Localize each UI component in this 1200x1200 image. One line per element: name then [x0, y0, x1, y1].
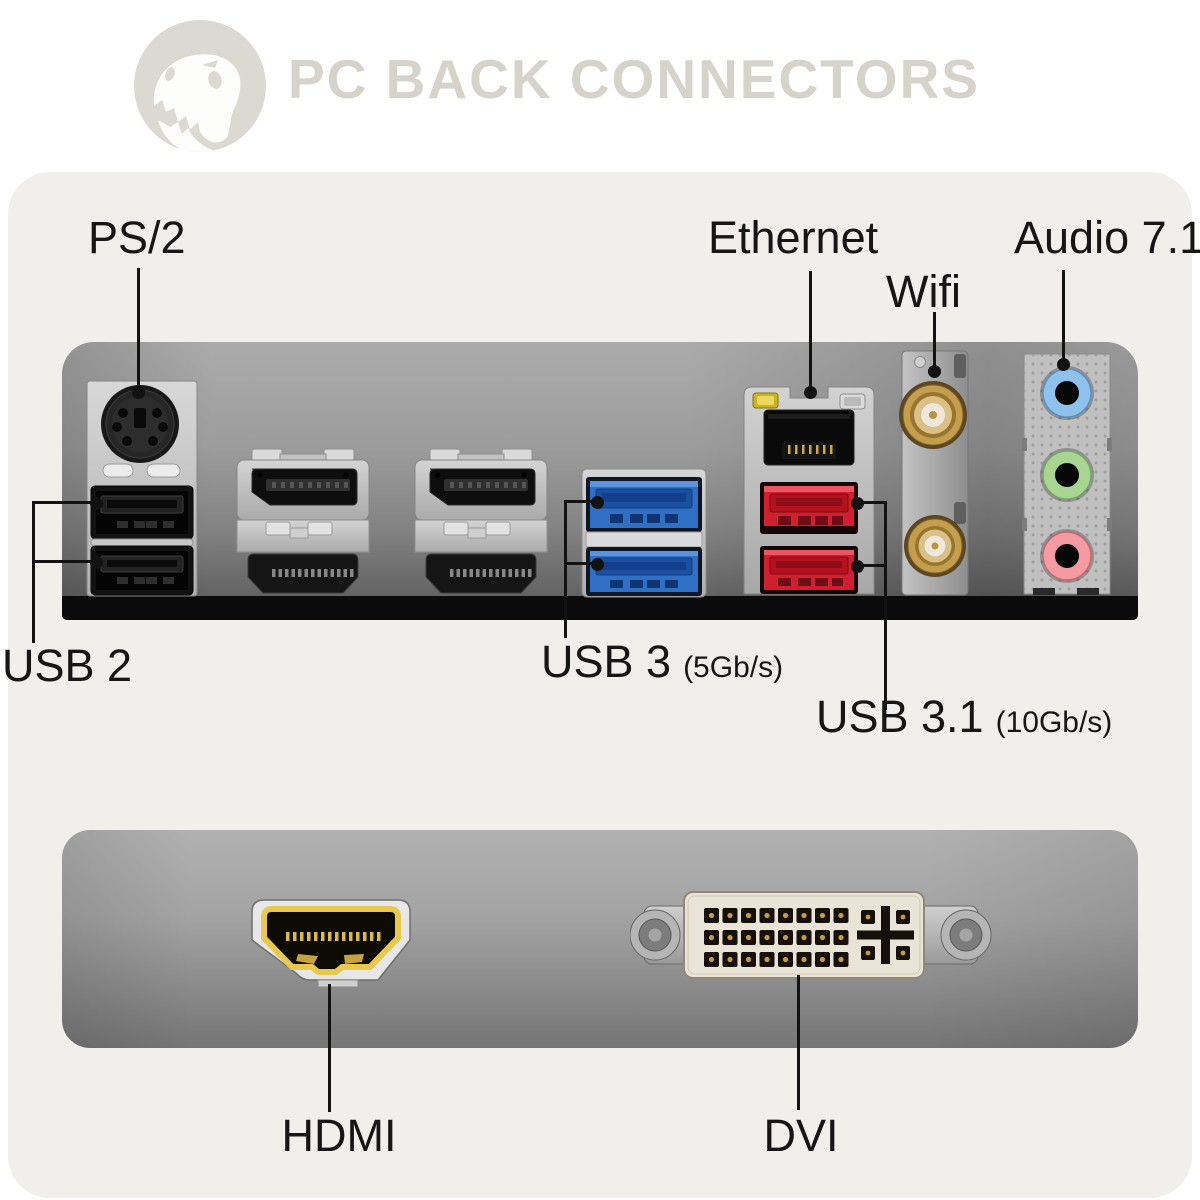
usb3-ports: [581, 468, 707, 598]
callout-dot-usb31-bottom: [851, 560, 864, 573]
callout-dot-wifi: [928, 365, 941, 378]
label-usb3: USB 3 (5Gb/s): [541, 636, 783, 688]
ethernet-usb31-ports: [743, 386, 875, 595]
callout-line-audio: [1062, 270, 1065, 364]
callout-line-hdmi: [328, 984, 331, 1112]
label-usb31-speed: (10Gb/s): [995, 706, 1113, 739]
callout-line-wifi: [933, 312, 936, 372]
label-ps2: PS/2: [88, 212, 186, 263]
callout-dot-usb3-bottom: [591, 558, 604, 571]
label-usb3-speed: (5Gb/s): [683, 651, 784, 684]
t-rex-logo-icon: [134, 20, 266, 152]
dvi-pin-grid: [704, 908, 849, 967]
callout-line-usb2-top: [32, 501, 98, 504]
label-usb3-name: USB 3: [541, 636, 672, 687]
audio-jack-line-in: [1040, 366, 1094, 420]
audio-jacks: [1022, 353, 1112, 595]
dvi-port: [630, 891, 992, 979]
callout-line-usb3: [564, 500, 567, 638]
callout-line-ps2: [137, 268, 140, 392]
callout-line-usb31-bottom: [856, 564, 887, 567]
callout-line-usb2: [32, 501, 35, 643]
hdmi-port: [251, 899, 411, 988]
callout-dot-ps2: [132, 386, 145, 399]
label-ethernet: Ethernet: [708, 212, 879, 263]
displayport-hdmi-stack-2: [414, 448, 548, 594]
callout-dot-ethernet: [804, 386, 817, 399]
label-hdmi: HDMI: [281, 1110, 397, 1161]
sma-connector-bottom: [904, 515, 966, 577]
label-dvi: DVI: [763, 1110, 839, 1161]
motherboard-pcb-edge: [62, 596, 1138, 620]
label-audio: Audio 7.1: [1014, 212, 1200, 263]
sma-connector-top: [899, 381, 967, 449]
callout-dot-usb2-bottom: [90, 556, 103, 569]
audio-jack-mic: [1040, 529, 1094, 583]
label-usb31-name: USB 3.1: [816, 691, 984, 742]
callout-dot-usb3-top: [591, 496, 604, 509]
label-usb2: USB 2: [2, 640, 133, 691]
page-title: PC BACK CONNECTORS: [288, 48, 980, 110]
audio-jack-line-out: [1040, 448, 1094, 502]
callout-line-usb31: [884, 501, 887, 710]
dvi-screw-right: [940, 909, 992, 961]
callout-dot-audio: [1057, 358, 1070, 371]
callout-line-dvi: [797, 975, 800, 1110]
dvi-screw-left: [630, 909, 681, 961]
dvi-analog-cross: [857, 906, 914, 964]
callout-line-usb2-bottom: [32, 560, 98, 563]
callout-line-usb3-bottom: [564, 562, 600, 565]
ps2-usb2-port: [86, 380, 198, 597]
label-usb31: USB 3.1 (10Gb/s): [816, 691, 1112, 743]
callout-dot-usb2-top: [90, 497, 103, 510]
callout-line-ethernet: [809, 271, 812, 392]
displayport-hdmi-stack-1: [236, 448, 370, 594]
wifi-antenna-ports: [899, 350, 969, 596]
callout-dot-usb31-top: [851, 497, 864, 510]
callout-line-usb3-top: [564, 500, 600, 503]
label-wifi: Wifi: [886, 266, 961, 317]
callout-line-usb31-top: [856, 501, 887, 504]
